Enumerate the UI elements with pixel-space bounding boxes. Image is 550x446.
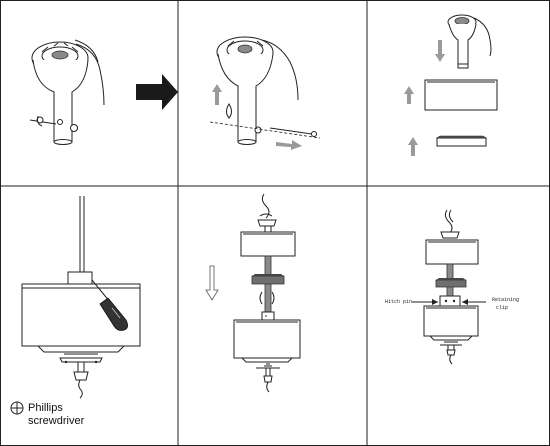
screwdriver-label: screwdriver [28, 415, 85, 427]
panel-step-5 [205, 193, 301, 393]
arrow-up-icon-3 [408, 137, 418, 156]
panel-step-6: Hitch pin Retaining clip [385, 209, 519, 365]
rod-and-motor-6 [423, 209, 479, 365]
hitch-pin-label: Hitch pin [385, 299, 412, 305]
big-arrow-right-icon [136, 74, 178, 110]
arrow-down-icon [435, 40, 445, 62]
retaining-clip-label-1: Retaining [492, 297, 519, 303]
phillips-legend: Phillips screwdriver [10, 401, 85, 427]
phillips-label: Phillips [28, 402, 63, 414]
arrow-up-icon [212, 84, 222, 105]
motor-housing [21, 196, 141, 399]
panel-step-4: Phillips screwdriver [10, 196, 141, 427]
downrod-assembly [29, 39, 105, 145]
canopy [424, 79, 498, 111]
screwdriver-icon [91, 279, 128, 331]
panel-step-3 [404, 14, 498, 156]
rod-and-canopy-5 [233, 193, 301, 393]
arrow-up-icon-2 [404, 86, 414, 104]
panel-step-2 [209, 36, 321, 150]
arrow-right-icon [276, 140, 302, 150]
canopy-cover [436, 137, 487, 147]
arrow-down-icon-2 [205, 265, 219, 301]
panel-step-1 [29, 39, 178, 145]
downrod-assembly-2 [209, 36, 321, 145]
retaining-clip-label-2: clip [496, 305, 508, 311]
downrod-assembly-3 [424, 14, 498, 147]
